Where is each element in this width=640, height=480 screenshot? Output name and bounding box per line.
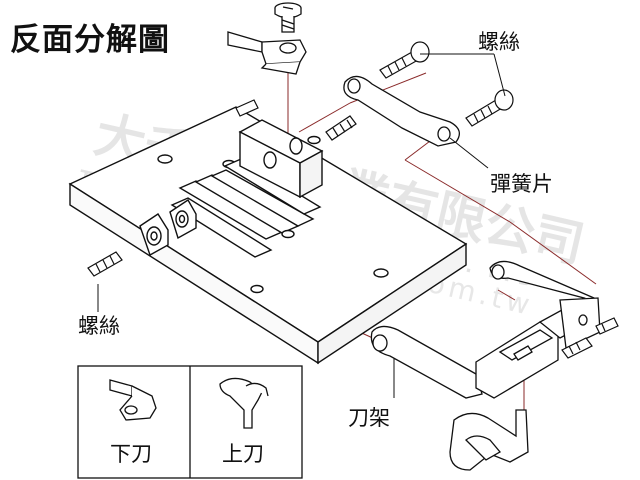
callout-screw-left: 螺絲 [78, 314, 120, 338]
legend-lower-knife-icon [109, 379, 157, 421]
legend-label-upper-knife: 上刀 [222, 442, 264, 466]
callout-leaders [97, 53, 506, 398]
callout-screws: 螺絲 [478, 30, 520, 54]
set-screw-left [87, 251, 123, 277]
callout-spring-plate: 彈簧片 [490, 172, 553, 196]
screw-plate-top-left [235, 99, 259, 117]
legend-boxes [77, 365, 303, 479]
center-block [238, 119, 324, 199]
set-screw-right-2 [595, 317, 619, 335]
upper-knife-part [449, 409, 529, 471]
legend-label-lower-knife: 下刀 [110, 442, 152, 466]
screw-top-1 [379, 41, 430, 79]
diagram-title: 反面分解圖 [10, 22, 170, 58]
throat-plate [68, 106, 468, 365]
set-screw-right-1 [561, 337, 593, 359]
lower-knife-part [227, 31, 307, 75]
legend-upper-knife-icon [219, 377, 269, 429]
top-screw [274, 2, 302, 33]
screw-top-2 [465, 89, 514, 127]
knife-holder-part [370, 260, 601, 399]
set-screw-center [325, 115, 357, 141]
callout-knife-holder: 刀架 [348, 406, 390, 430]
spring-plate-part [343, 75, 461, 147]
